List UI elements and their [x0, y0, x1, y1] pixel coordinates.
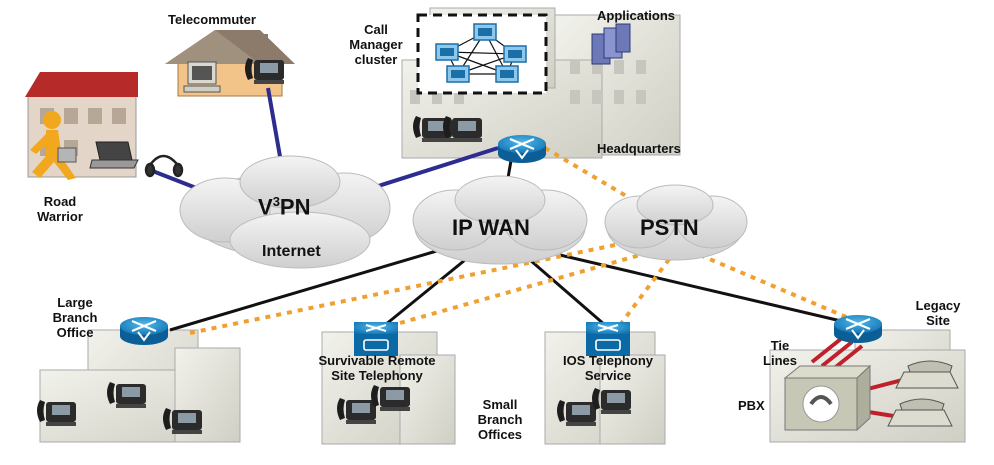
server-icon: [591, 23, 631, 65]
srst-label: Survivable Remote Site Telephony: [318, 353, 436, 383]
pstn-cloud: [604, 184, 748, 261]
call-manager-cluster-label: Call Manager cluster: [349, 22, 403, 67]
headset-icon: [144, 154, 184, 178]
analog-phone-icon: [887, 360, 959, 427]
internet-label: Internet: [262, 243, 321, 260]
pstn-label: PSTN: [640, 215, 699, 240]
voice-gateway-icon: [585, 321, 631, 357]
headquarters-label: Headquarters: [597, 141, 681, 156]
pbx-label: PBX: [738, 398, 765, 413]
large-branch-office-label: Large Branch Office: [52, 295, 98, 340]
applications-label: Applications: [597, 8, 676, 23]
wan-links: [169, 154, 859, 332]
runner-icon: [30, 111, 77, 180]
router-icon: [832, 313, 884, 345]
tie-lines-label: Tie Lines: [763, 338, 797, 368]
voice-gateway-icon: [353, 321, 399, 357]
telecommuter-label: Telecommuter: [168, 12, 256, 27]
laptop-icon: [89, 141, 139, 169]
ip-wan-label: IP WAN: [452, 215, 530, 240]
router-icon: [496, 133, 548, 165]
legacy-site-label: Legacy Site: [915, 298, 961, 328]
call-manager-cluster-box: [416, 13, 548, 95]
pbx-icon: [783, 364, 872, 432]
computer-icon: [183, 61, 221, 93]
road-warrior-label: Road Warrior: [37, 194, 83, 224]
small-branch-offices-label: Small Branch Offices: [477, 397, 523, 442]
ip-wan-cloud: [412, 175, 588, 265]
internet-cloud: [179, 155, 391, 269]
vpn-label: V3PN: [258, 194, 311, 220]
ios-telephony-label: IOS Telephony Service: [562, 353, 654, 383]
router-icon: [118, 315, 170, 347]
